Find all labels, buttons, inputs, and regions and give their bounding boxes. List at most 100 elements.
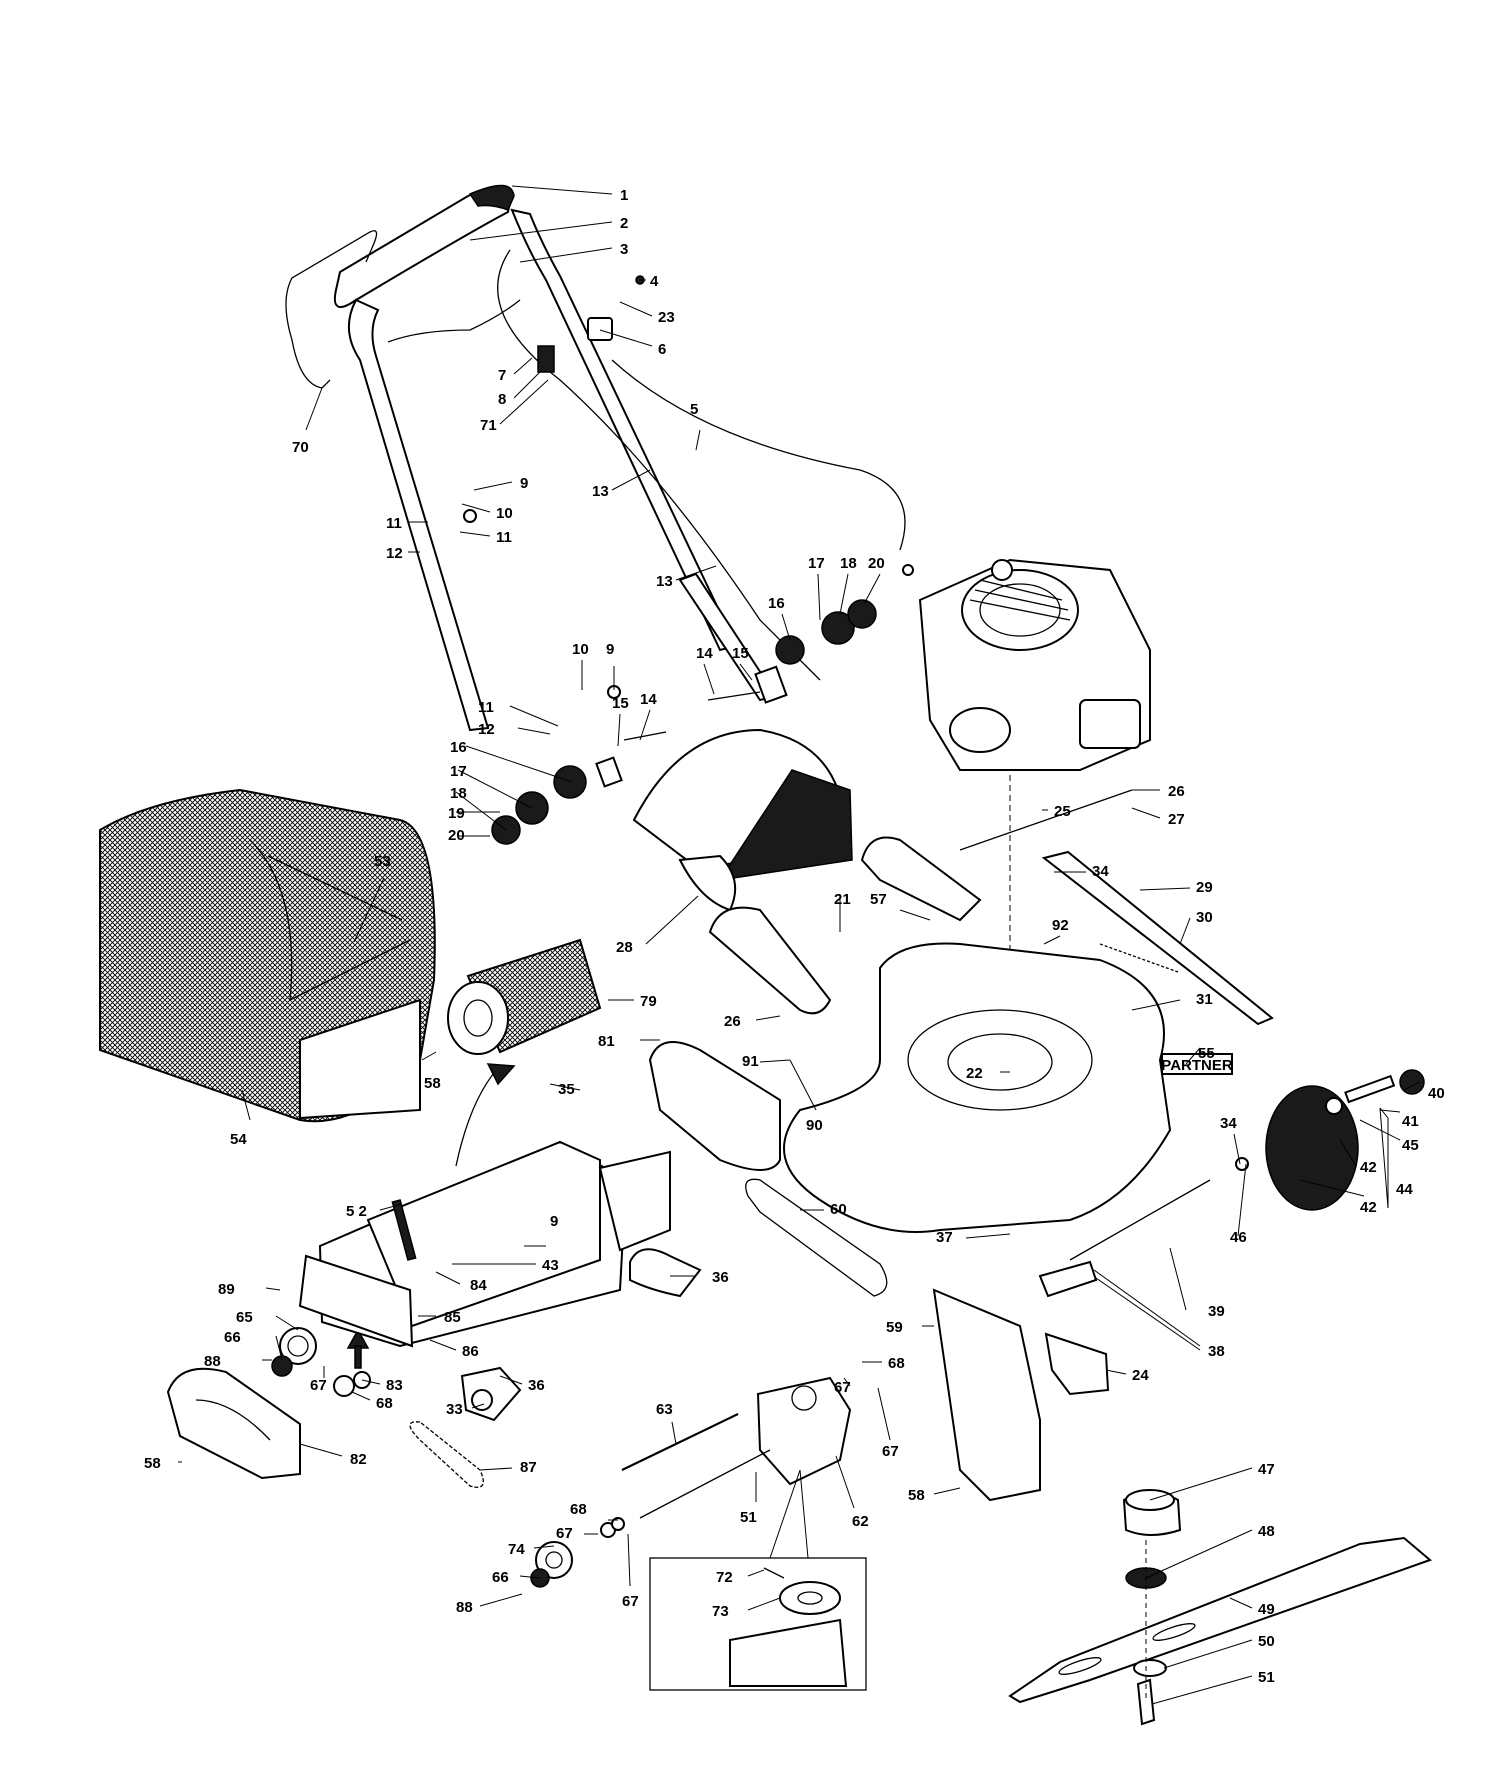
callout-30: 30 bbox=[1196, 909, 1213, 926]
callout-17a: 17 bbox=[808, 555, 825, 572]
callout-42b: 42 bbox=[1360, 1199, 1377, 1216]
axle-39 bbox=[1069, 1179, 1211, 1261]
callout-68a: 68 bbox=[376, 1395, 393, 1412]
callout-91: 91 bbox=[742, 1053, 759, 1070]
callout-38: 38 bbox=[1208, 1343, 1225, 1360]
callout-5: 5 bbox=[690, 401, 698, 418]
callout-68b: 68 bbox=[888, 1355, 905, 1372]
callout-92: 92 bbox=[1052, 917, 1069, 934]
callout-50: 50 bbox=[1258, 1633, 1275, 1650]
callout-11c: 11 bbox=[478, 699, 494, 716]
callout-72: 72 bbox=[716, 1569, 733, 1586]
callout-89: 89 bbox=[218, 1281, 235, 1298]
callout-12b: 12 bbox=[478, 721, 495, 738]
callout-34b: 34 bbox=[1220, 1115, 1237, 1132]
callout-15a: 15 bbox=[732, 645, 749, 662]
callout-58a: 58 bbox=[424, 1075, 441, 1092]
rear-wheel bbox=[1235, 1069, 1425, 1211]
callout-90: 90 bbox=[806, 1117, 823, 1134]
callout-84: 84 bbox=[470, 1277, 487, 1294]
callout-47: 47 bbox=[1258, 1461, 1275, 1478]
callout-21: 21 bbox=[834, 891, 851, 908]
callout-13b: 13 bbox=[656, 573, 673, 590]
ratchet-set-left bbox=[491, 731, 667, 845]
callout-71: 71 bbox=[480, 417, 497, 434]
callout-4: 4 bbox=[650, 273, 659, 290]
spring-30 bbox=[1099, 943, 1179, 973]
callout-14b: 14 bbox=[640, 691, 657, 708]
callout-7: 7 bbox=[498, 367, 506, 384]
callout-36b: 36 bbox=[528, 1377, 545, 1394]
inset-box bbox=[649, 1557, 867, 1691]
callout-27: 27 bbox=[1168, 811, 1185, 828]
callout-45: 45 bbox=[1402, 1137, 1419, 1154]
rod-27 bbox=[959, 789, 1133, 851]
drive-housing-81 bbox=[648, 1041, 781, 1171]
blade-assembly bbox=[1008, 1489, 1432, 1726]
callout-52: 5 2 bbox=[346, 1203, 367, 1220]
callout-81: 81 bbox=[598, 1033, 615, 1050]
callout-20a: 20 bbox=[868, 555, 885, 572]
cable-clamp-6 bbox=[587, 317, 613, 341]
callout-3: 3 bbox=[620, 241, 628, 258]
upper-handle-left-tube bbox=[347, 298, 490, 732]
callout-6: 6 bbox=[658, 341, 666, 358]
blade-49 bbox=[1008, 1536, 1432, 1704]
callout-55: 55 bbox=[1198, 1045, 1215, 1062]
callout-9c: 9 bbox=[550, 1213, 558, 1230]
callout-44: 44 bbox=[1396, 1181, 1413, 1198]
pulley-36 bbox=[629, 1248, 702, 1298]
callout-67d: 67 bbox=[556, 1525, 573, 1542]
wheel-cover-82 bbox=[166, 1367, 301, 1480]
callout-51b: 51 bbox=[1258, 1669, 1275, 1686]
rod-29 bbox=[1041, 850, 1274, 1026]
callout-31: 31 bbox=[1196, 991, 1213, 1008]
handle-assembly bbox=[285, 184, 914, 732]
callout-53: 53 bbox=[374, 853, 391, 870]
callout-22: 22 bbox=[966, 1065, 983, 1082]
callout-66a: 66 bbox=[224, 1329, 241, 1346]
callout-40: 40 bbox=[1428, 1085, 1445, 1102]
callout-33: 33 bbox=[446, 1401, 463, 1418]
callout-17b: 17 bbox=[450, 763, 467, 780]
callout-39: 39 bbox=[1208, 1303, 1225, 1320]
callout-23: 23 bbox=[658, 309, 675, 326]
callout-10a: 10 bbox=[496, 505, 513, 522]
callout-65: 65 bbox=[236, 1309, 253, 1326]
callout-25: 25 bbox=[1054, 803, 1071, 820]
callout-36a: 36 bbox=[712, 1269, 729, 1286]
callout-59: 59 bbox=[886, 1319, 903, 1336]
engine bbox=[918, 558, 1151, 1010]
callout-74: 74 bbox=[508, 1541, 525, 1558]
washer-50 bbox=[1133, 1659, 1167, 1677]
callout-88b: 88 bbox=[456, 1599, 473, 1616]
callout-9a: 9 bbox=[520, 475, 528, 492]
rear-cover-35 bbox=[298, 1140, 671, 1348]
callout-68c: 68 bbox=[570, 1501, 587, 1518]
callout-58c: 58 bbox=[908, 1487, 925, 1504]
callout-67a: 67 bbox=[310, 1377, 327, 1394]
callout-labels: 1 2 3 4 23 6 7 8 71 70 5 9 10 11 11 12 1… bbox=[144, 187, 1445, 1686]
cable-end bbox=[902, 564, 914, 576]
throttle-cable bbox=[611, 359, 906, 551]
callout-67c: 67 bbox=[882, 1443, 899, 1460]
grip-end bbox=[468, 184, 515, 211]
callout-86: 86 bbox=[462, 1343, 479, 1360]
callout-24: 24 bbox=[1132, 1367, 1149, 1384]
callout-2: 2 bbox=[620, 215, 628, 232]
rear-flap-28 bbox=[632, 728, 853, 912]
callout-54: 54 bbox=[230, 1131, 247, 1148]
knob-9 bbox=[463, 509, 477, 523]
callout-51a: 51 bbox=[740, 1509, 757, 1526]
callout-15b: 15 bbox=[612, 695, 629, 712]
callout-42a: 42 bbox=[1360, 1159, 1377, 1176]
callout-16a: 16 bbox=[768, 595, 785, 612]
blade-bolt-51 bbox=[1136, 1678, 1156, 1726]
ratchet-set-right bbox=[707, 599, 877, 704]
callout-46: 46 bbox=[1230, 1229, 1247, 1246]
height-lever-38 bbox=[1038, 1260, 1098, 1298]
callout-10b: 10 bbox=[572, 641, 589, 658]
callout-12a: 12 bbox=[386, 545, 403, 562]
callout-26b: 26 bbox=[724, 1013, 741, 1030]
